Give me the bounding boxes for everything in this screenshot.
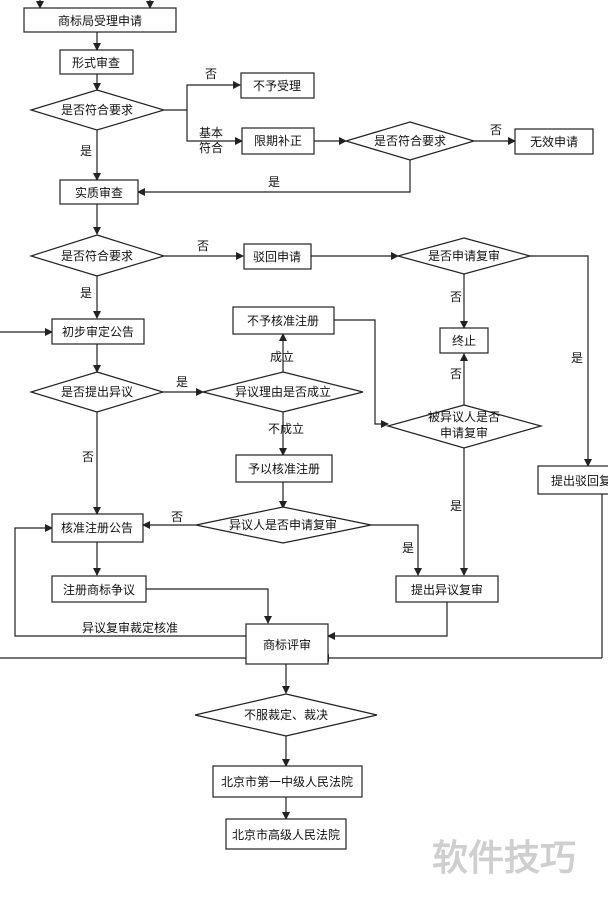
decision-opposed-apply-review: 被异议人是否 申请复审 (385, 404, 544, 449)
svg-text:申请复审: 申请复审 (440, 425, 488, 440)
svg-text:是否符合要求: 是否符合要求 (61, 102, 133, 117)
svg-text:商标局受理申请: 商标局受理申请 (58, 13, 142, 28)
svg-text:驳回申请: 驳回申请 (253, 250, 301, 264)
node-not-approve-registration: 不予核准注册 (232, 306, 335, 335)
svg-text:无效申请: 无效申请 (530, 134, 578, 149)
decision-opposition: 是否提出异议 (28, 371, 166, 413)
svg-text:北京市第一中级人民法院: 北京市第一中级人民法院 (221, 774, 353, 789)
svg-text:是否符合要求: 是否符合要求 (374, 133, 446, 148)
decision-opponent-apply-review: 异议人是否申请复审 (195, 506, 372, 544)
label-opposition-review-ruling: 异议复审裁定核准 (82, 620, 178, 635)
node-registered-trademark-dispute: 注册商标争议 (51, 575, 147, 603)
label-yes-reject-review: 是 (571, 351, 583, 365)
node-substantive-exam: 实质审查 (59, 179, 139, 205)
decision-check-requirements-3: 是否符合要求 (28, 234, 167, 277)
node-approve-registration: 予以核准注册 (235, 454, 333, 483)
svg-text:北京市高级人民法院: 北京市高级人民法院 (232, 827, 340, 842)
label-no-reject: 否 (197, 239, 209, 253)
label-yes-opposed-review: 是 (450, 499, 462, 513)
label-basically: 基本 (199, 126, 223, 140)
svg-text:商标评审: 商标评审 (263, 637, 311, 652)
label-no-opponent: 否 (171, 510, 183, 524)
node-preliminary-announcement: 初步审定公告 (51, 318, 145, 345)
node-submit-opposition-review: 提出异议复审 (395, 575, 499, 603)
watermark: 软件技巧 (432, 838, 576, 879)
node-not-accept: 不予受理 (240, 72, 315, 99)
node-correct-within-deadline: 限期补正 (241, 127, 315, 155)
label-yes-1: 是 (80, 144, 92, 158)
svg-text:异议理由是否成立: 异议理由是否成立 (235, 384, 331, 399)
svg-text:初步审定公告: 初步审定公告 (62, 324, 134, 339)
node-trademark-review: 商标评审 (245, 623, 329, 665)
svg-text:予以核准注册: 予以核准注册 (248, 461, 320, 476)
svg-text:是否提出异议: 是否提出异议 (61, 384, 133, 399)
svg-text:是否符合要求: 是否符合要求 (61, 248, 133, 263)
label-yes-opposition: 是 (176, 375, 188, 389)
node-terminate: 终止 (439, 327, 489, 354)
svg-text:注册商标争议: 注册商标争议 (63, 582, 135, 597)
node-trademark-office-accept: 商标局受理申请 (23, 7, 177, 33)
svg-text:被异议人是否: 被异议人是否 (428, 410, 500, 424)
svg-text:实质审查: 实质审查 (75, 185, 123, 200)
node-beijing-high-court: 北京市高级人民法院 (225, 818, 347, 850)
svg-text:异议人是否申请复审: 异议人是否申请复审 (229, 517, 337, 532)
svg-text:不予受理: 不予受理 (253, 79, 301, 93)
svg-text:形式审查: 形式审查 (72, 55, 120, 70)
decision-check-requirements-2: 是否符合要求 (343, 121, 477, 161)
node-invalid-application: 无效申请 (514, 128, 594, 155)
decision-opposition-valid: 异议理由是否成立 (202, 371, 364, 413)
label-yes-2: 是 (268, 175, 280, 189)
svg-text:是否申请复审: 是否申请复审 (428, 248, 500, 263)
node-submit-reject-review: 提出驳回复审 (537, 465, 608, 495)
svg-text:不服裁定、裁决: 不服裁定、裁决 (244, 707, 328, 722)
decision-apply-review: 是否申请复审 (395, 237, 533, 275)
svg-text:提出驳回复审: 提出驳回复审 (551, 473, 608, 488)
decision-check-requirements-1: 是否符合要求 (28, 89, 167, 131)
label-yes-opponent: 是 (402, 541, 414, 555)
edge-labels: 否 基本 符合 否 是 是 否 是 否 是 成立 是 否 不成立 否 是 否 是… (80, 67, 583, 635)
svg-text:提出异议复审: 提出异议复审 (411, 582, 483, 597)
node-reject-application: 驳回申请 (243, 243, 312, 270)
node-beijing-first-court: 北京市第一中级人民法院 (212, 765, 363, 798)
label-no-terminate-2: 否 (450, 367, 462, 381)
svg-text:不予核准注册: 不予核准注册 (247, 313, 319, 328)
label-no-opposition: 否 (82, 450, 94, 464)
label-no-invalid: 否 (490, 123, 502, 137)
label-not-established: 不成立 (268, 421, 304, 436)
label-meets: 符合 (199, 140, 223, 155)
decision-disagree-ruling: 不服裁定、裁决 (194, 693, 378, 737)
svg-text:终止: 终止 (452, 333, 476, 348)
label-no-not-accept: 否 (205, 67, 217, 81)
node-registration-announcement: 核准注册公告 (51, 513, 144, 543)
svg-text:限期补正: 限期补正 (254, 134, 302, 148)
label-established: 成立 (270, 349, 294, 364)
label-no-terminate: 否 (450, 290, 462, 304)
node-formal-exam: 形式审查 (59, 49, 134, 75)
svg-text:核准注册公告: 核准注册公告 (61, 520, 133, 535)
label-yes-3: 是 (80, 286, 92, 300)
connectors (0, 0, 603, 820)
